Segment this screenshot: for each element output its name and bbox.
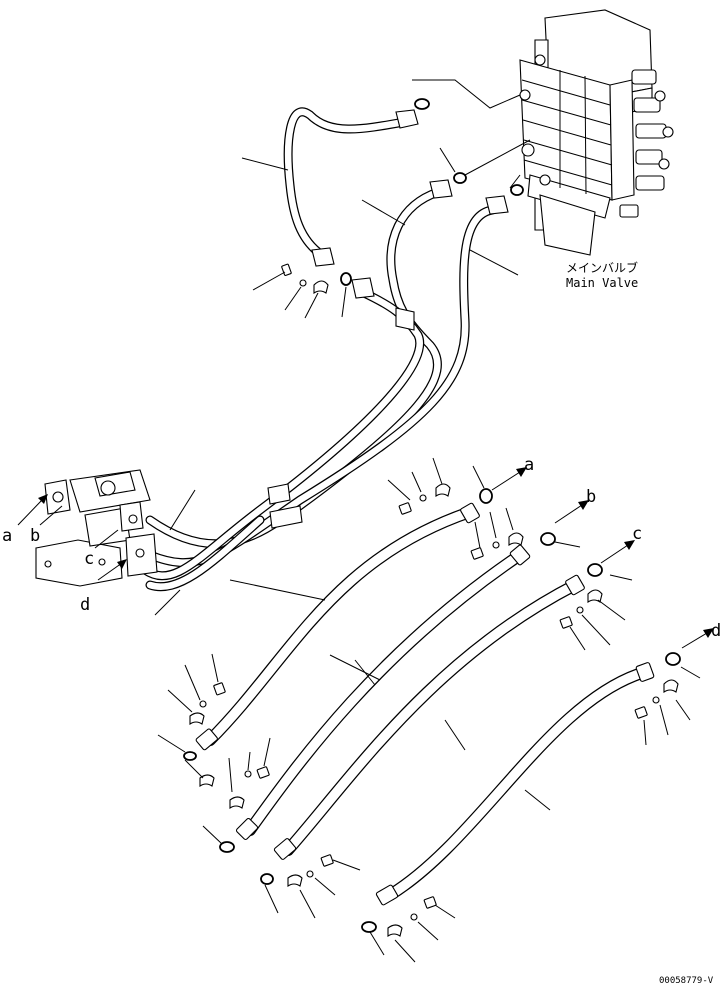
- left-manifold-assembly: [35, 469, 158, 587]
- port-label-d-left: d: [80, 595, 90, 615]
- port-label-c-left: c: [84, 549, 94, 569]
- hose-assemblies: [195, 502, 655, 906]
- port-label-b-left: b: [30, 526, 40, 546]
- valve-spool-caps: [519, 54, 674, 218]
- main-valve-label-en: Main Valve: [566, 276, 638, 290]
- upper-steel-pipes: [140, 107, 509, 592]
- loose-fittings: [183, 483, 681, 938]
- main-valve: [519, 9, 674, 256]
- upper-fittings: [281, 98, 524, 295]
- port-label-d-right: d: [711, 621, 721, 641]
- port-label-a-left: a: [2, 526, 12, 546]
- hose-fitting-leaders: [157, 457, 701, 963]
- port-label-c-right: c: [632, 524, 642, 544]
- main-valve-label-jp: メインバルブ: [566, 260, 638, 275]
- port-label-a-right: a: [524, 455, 534, 475]
- drawing-reference-number: 00058779-V: [659, 976, 714, 986]
- port-label-b-right: b: [586, 487, 596, 507]
- leader-lines: [154, 79, 551, 811]
- port-arrows: [17, 467, 714, 649]
